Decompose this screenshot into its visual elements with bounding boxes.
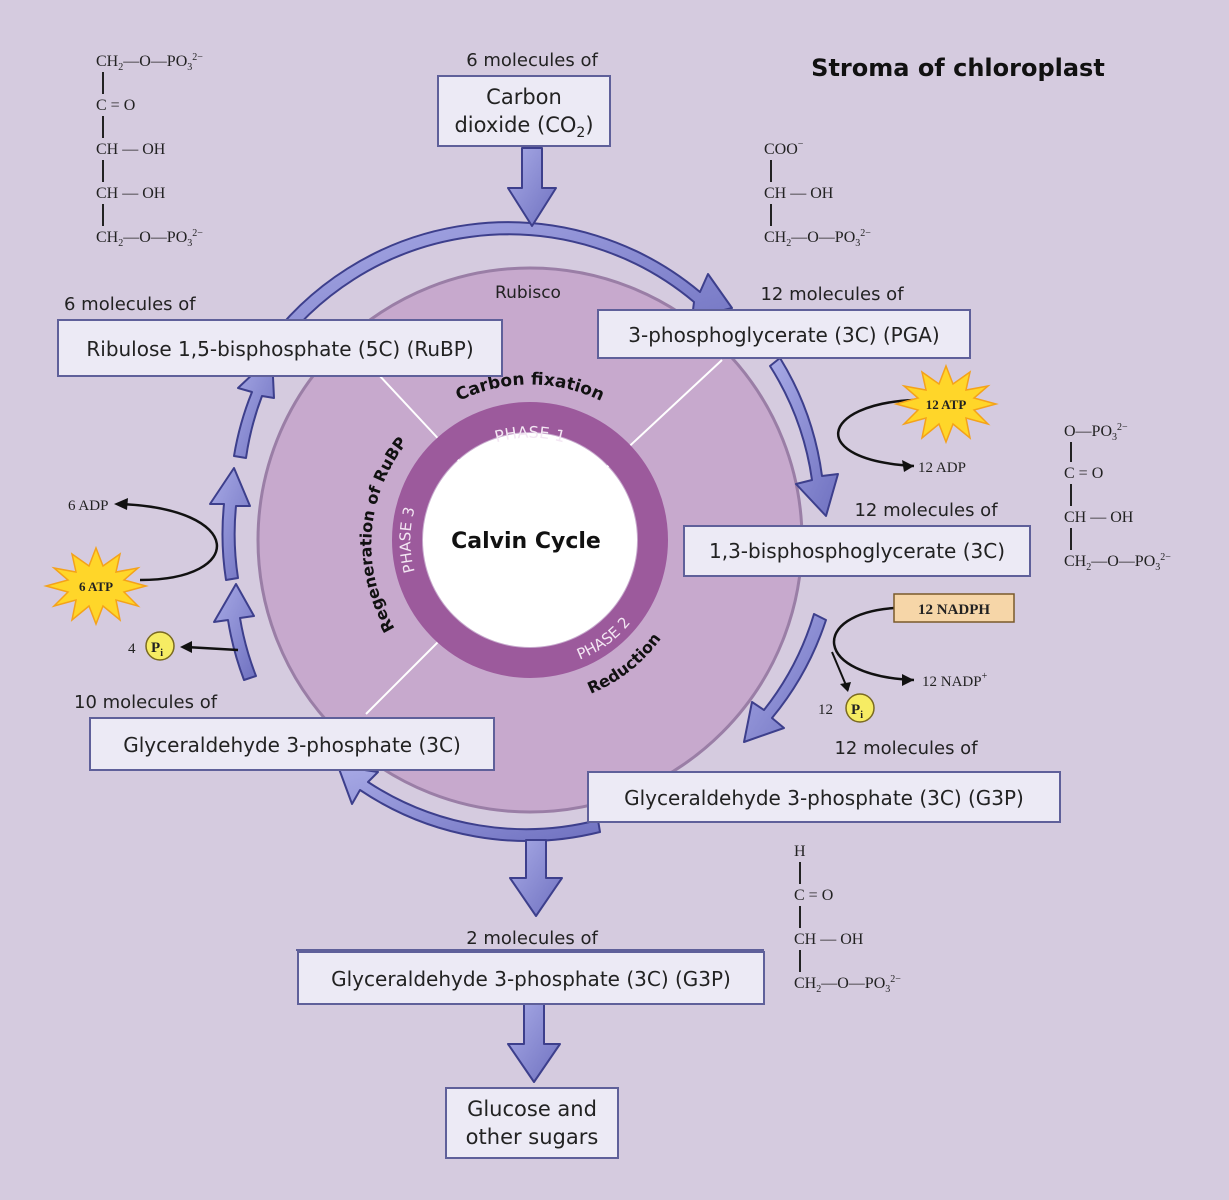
rubp-structure: CH2—O—PO32− C = O CH — OH CH — OH CH2—O—… [96, 52, 203, 249]
pga-s-l3: CH2—O—PO32− [764, 228, 871, 249]
rubp-group: 6 molecules of Ribulose 1,5-bisphosphate… [57, 294, 503, 377]
g3p-s-l3: CH — OH [794, 931, 864, 948]
rubp-s-l2: C = O [96, 97, 135, 114]
bpg-s-l1: O—PO32− [1064, 422, 1128, 443]
atp6-curve [117, 502, 218, 582]
bpg-label: 1,3-bisphosphoglycerate (3C) [709, 539, 1005, 563]
bpg-s-l2: C = O [1064, 465, 1103, 482]
glucose-line2: other sugars [466, 1125, 599, 1149]
pi4-count: 4 [128, 641, 136, 657]
pi12-count: 12 [818, 702, 833, 718]
g3p2-box [297, 951, 765, 1005]
rubp-s-l4: CH — OH [96, 185, 166, 202]
nadph-arrowhead [902, 674, 914, 686]
co2-line2: dioxide (CO2) [454, 113, 593, 141]
atp12-curve [836, 398, 915, 468]
g3p12-count: 12 molecules of [834, 738, 978, 759]
atp6-star-icon [43, 545, 149, 627]
atp12-star-icon [893, 363, 999, 445]
glucose-box [445, 1087, 619, 1159]
adp12-label: 12 ADP [918, 460, 966, 476]
pga-s-l1: COO− [764, 139, 804, 158]
bpg-box [683, 525, 1031, 577]
atp6-group: 6 ADP 6 ATP [43, 498, 218, 627]
g3p-structure: H C = O CH — OH CH2—O—PO32− [794, 843, 901, 995]
atp6-arrowhead [114, 498, 128, 510]
pga-count: 12 molecules of [760, 284, 904, 305]
g3p-s-l1: H [794, 843, 806, 860]
pga-label: 3-phosphoglycerate (3C) (PGA) [628, 323, 939, 347]
atp12-group: 12 ATP 12 ADP [836, 363, 999, 476]
pi12-circle-icon [845, 693, 875, 723]
g3p2-count: 2 molecules of [466, 928, 598, 949]
bpg-count: 12 molecules of [854, 500, 998, 521]
glucose-line1: Glucose and [467, 1097, 597, 1121]
nadph-box [893, 593, 1015, 623]
glucose-group: Glucose and other sugars [445, 1087, 619, 1159]
co2-box [437, 75, 611, 147]
pga-s-l2: CH — OH [764, 185, 834, 202]
phase-ring [392, 402, 668, 678]
rubp-s-l5: CH2—O—PO32− [96, 228, 203, 249]
pi4-circle-icon [145, 631, 175, 661]
nadph-label: 12 NADPH [918, 602, 990, 618]
pga-box [597, 309, 971, 359]
nadph-group: 12 NADPH 12 NADP+ 12 Pi [818, 593, 1015, 723]
nadp-label: 12 NADP+ [922, 671, 988, 690]
atp12-label: 12 ATP [926, 397, 967, 412]
co2-line1: Carbon [486, 85, 562, 109]
rubp-label: Ribulose 1,5-bisphosphate (5C) (RuBP) [86, 337, 473, 361]
g3p-output-arrow [509, 839, 563, 917]
rubp-box [57, 319, 503, 377]
g3p-s-l4: CH2—O—PO32− [794, 974, 901, 995]
pi12-symbol: Pi [851, 702, 863, 721]
pi12-branch-arrowhead [840, 682, 851, 692]
g3p-s-l2: C = O [794, 887, 833, 904]
co2-group: 6 molecules of Carbon dioxide (CO2) [437, 50, 611, 147]
nadph-curve [833, 606, 915, 682]
atp12-arrowhead [902, 460, 914, 472]
bpg-s-l4: CH2—O—PO32− [1064, 552, 1171, 573]
rubp-s-l1: CH2—O—PO32− [96, 52, 203, 73]
center-label: Calvin Cycle [451, 529, 601, 554]
g3p10-group: 10 molecules of Glyceraldehyde 3-phospha… [74, 692, 495, 771]
g3p12-group: 12 molecules of Glyceraldehyde 3-phospha… [587, 738, 1061, 823]
bpg-group: 12 molecules of 1,3-bisphosphoglycerate … [683, 500, 1031, 577]
g3p10-count: 10 molecules of [74, 692, 218, 713]
pi4-symbol: Pi [151, 640, 163, 659]
calvin-cycle-center [423, 433, 637, 647]
pi4-arrowhead [180, 641, 192, 653]
g3p12-box [587, 771, 1061, 823]
atp6-label: 6 ATP [79, 579, 113, 594]
pi4-group: 4 Pi [128, 631, 239, 661]
bpg-structure: O—PO32− C = O CH — OH CH2—O—PO32− [1064, 422, 1171, 573]
glucose-output-arrow [507, 1003, 561, 1083]
phase3-label: PHASE 3 [396, 505, 418, 575]
page-title: Stroma of chloroplast [811, 54, 1105, 82]
g3p2-group: 2 molecules of Glyceraldehyde 3-phosphat… [296, 928, 765, 1005]
pga-structure: COO− CH — OH CH2—O—PO32− [764, 139, 871, 249]
rubp-count: 6 molecules of [64, 294, 196, 315]
rubisco-label: Rubisco [495, 283, 561, 303]
phase1-label: PHASE 1 [493, 423, 568, 447]
rubp-s-l3: CH — OH [96, 141, 166, 158]
g3p10-box [89, 717, 495, 771]
pga-group: 12 molecules of 3-phosphoglycerate (3C) … [597, 284, 971, 359]
g3p12-label: Glyceraldehyde 3-phosphate (3C) (G3P) [624, 786, 1024, 810]
pi4-arrow [185, 645, 239, 652]
co2-count: 6 molecules of [466, 50, 598, 71]
adp6-label: 6 ADP [68, 498, 108, 514]
bpg-s-l3: CH — OH [1064, 509, 1134, 526]
co2-input-arrow [507, 147, 557, 227]
g3p10-label: Glyceraldehyde 3-phosphate (3C) [123, 733, 461, 757]
g3p2-label: Glyceraldehyde 3-phosphate (3C) (G3P) [331, 967, 731, 991]
